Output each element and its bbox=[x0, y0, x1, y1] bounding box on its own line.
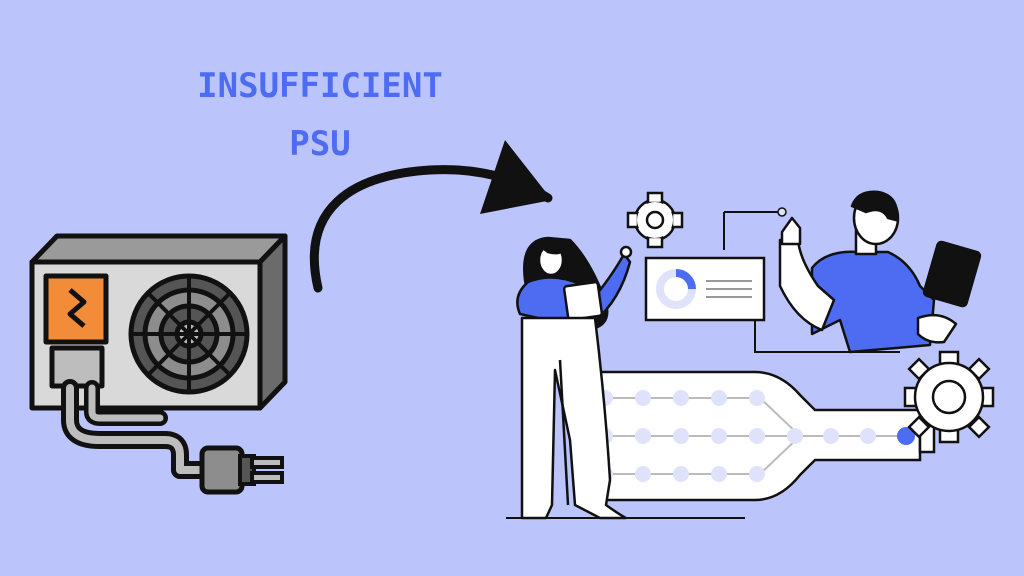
headline-line1: INSUFFICIENT bbox=[197, 66, 443, 106]
power-supply-unit-icon bbox=[29, 233, 288, 411]
power-plug-icon bbox=[61, 379, 284, 495]
donut-chart-icon bbox=[656, 269, 696, 309]
gear-icon bbox=[626, 191, 684, 249]
woman-figure bbox=[516, 236, 633, 520]
curved-arrow-icon bbox=[309, 140, 553, 293]
dashboard-card bbox=[644, 207, 900, 353]
data-pipeline bbox=[597, 370, 936, 502]
gear-icon-large bbox=[903, 350, 995, 444]
headline-line2: PSU bbox=[289, 124, 351, 164]
man-figure bbox=[778, 190, 982, 354]
